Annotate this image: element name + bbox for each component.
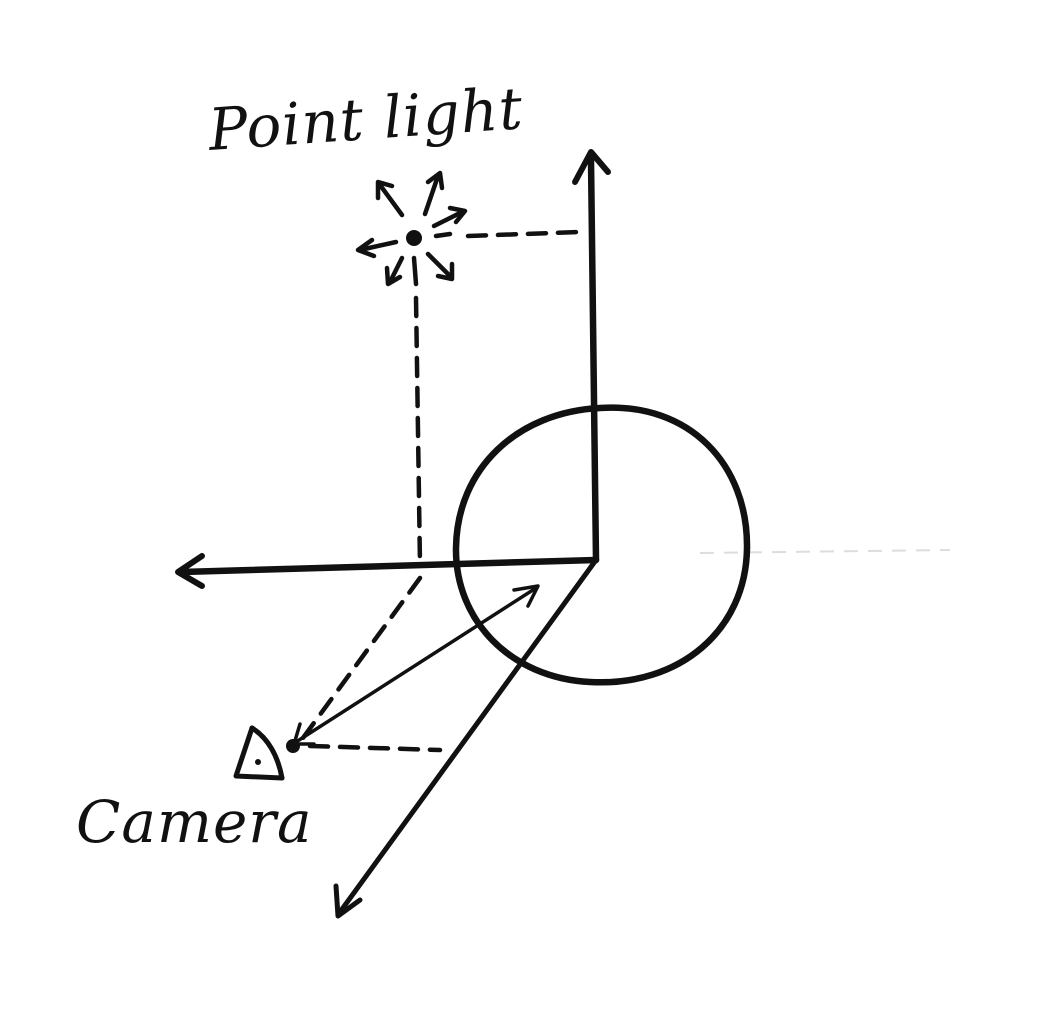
camera-label: Camera <box>76 788 313 856</box>
light-rays-icon <box>355 170 468 287</box>
z-axis <box>333 557 599 919</box>
camera <box>233 725 300 781</box>
light-dot <box>406 230 422 246</box>
light-projection <box>297 229 583 745</box>
view-vector <box>292 584 540 746</box>
eye-icon <box>233 725 285 781</box>
x-axis <box>175 553 600 589</box>
y-axis <box>572 149 611 564</box>
sphere-outline <box>452 404 751 686</box>
camera-projection <box>307 743 443 753</box>
x-axis-arrowhead <box>175 553 205 589</box>
paper-crease <box>699 549 951 554</box>
point-light-label: Point light <box>205 74 525 164</box>
z-axis-arrowhead <box>333 883 363 919</box>
y-axis-arrowhead <box>572 149 611 185</box>
point-light <box>355 170 468 287</box>
